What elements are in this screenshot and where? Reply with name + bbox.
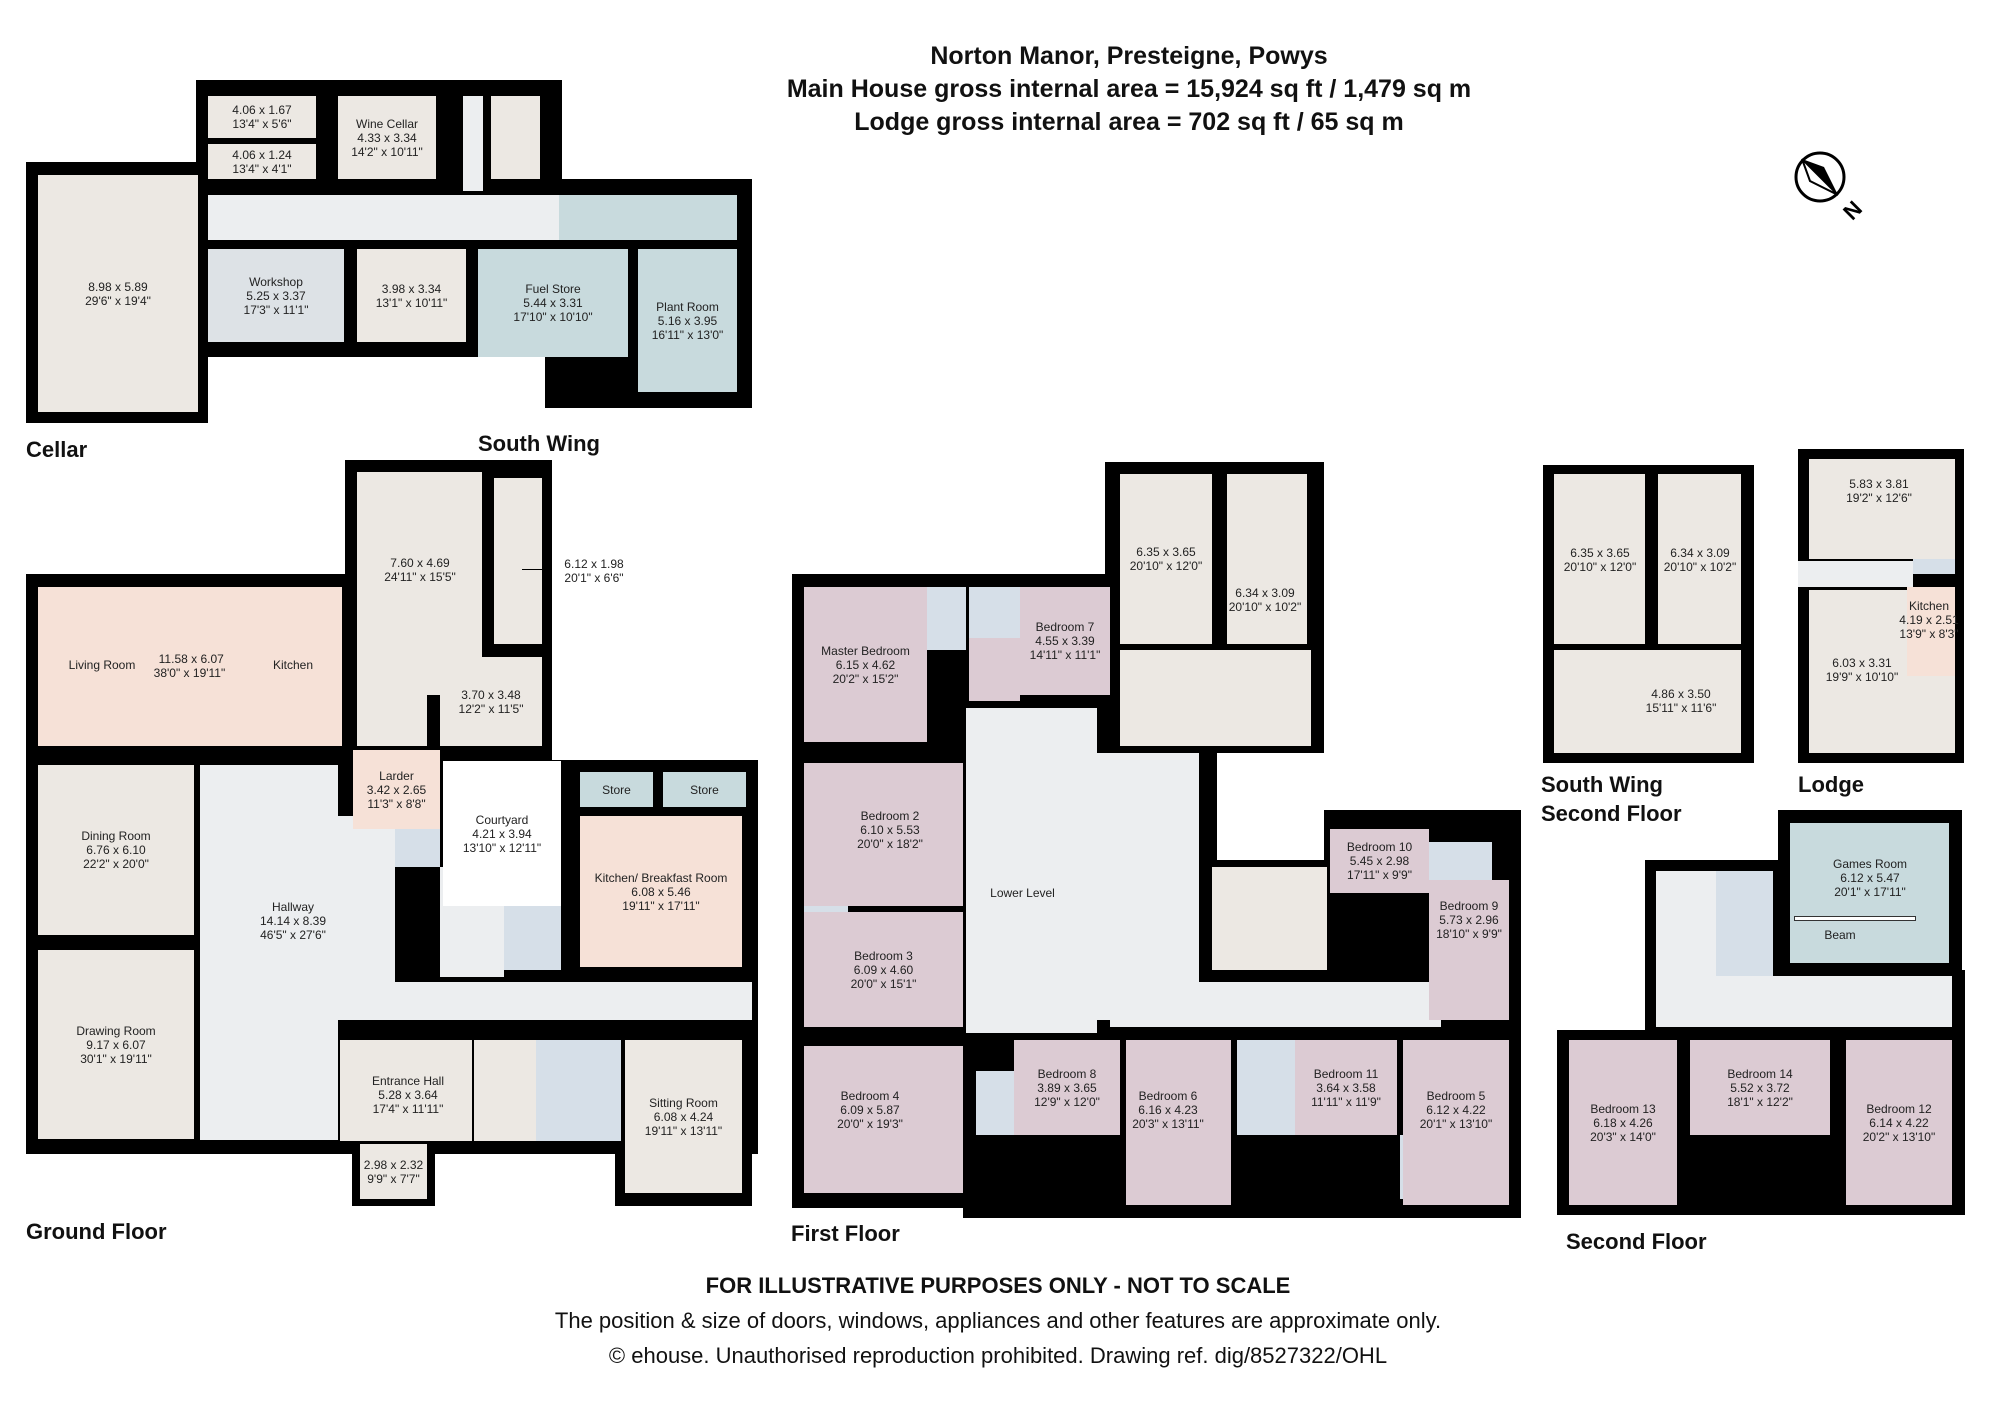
room-room-2-98-x-2-32[interactable] [360, 1144, 427, 1199]
cellar-room [491, 96, 540, 179]
room-bedroom-2[interactable] [804, 763, 963, 906]
room-hallway[interactable] [200, 765, 338, 1140]
room-games-room[interactable] [1790, 823, 1949, 963]
room-fuel-store[interactable] [478, 249, 628, 357]
room-bedroom-6[interactable] [1126, 1040, 1231, 1205]
room-room-5-83-x-3-81[interactable] [1809, 459, 1955, 559]
room-room-3-70-x-3-48[interactable] [440, 657, 542, 746]
floor-label-south-wing-second: South Wing Second Floor [1541, 772, 1682, 826]
floor-label-ground: Ground Floor [26, 1219, 167, 1244]
bathroom [969, 587, 1020, 638]
footer: FOR ILLUSTRATIVE PURPOSES ONLY - NOT TO … [498, 1268, 1498, 1373]
room-room-8-98-x-5-89[interactable] [38, 175, 198, 412]
room-courtyard[interactable] [443, 761, 561, 906]
cellar-corridor [208, 195, 559, 240]
room-room-6-35-x-3-65[interactable] [1554, 474, 1645, 644]
room-bedroom-8[interactable] [1014, 1040, 1120, 1135]
lodge-hall [1798, 561, 1913, 587]
south-wing-lobby [357, 695, 427, 746]
north-label: N [1838, 196, 1867, 225]
bedroom-6-ensuite [1237, 1040, 1295, 1135]
room-room-6-35-x-3-65[interactable] [1120, 474, 1212, 644]
floor-label-first: First Floor [791, 1221, 900, 1246]
floor-label-cellar: Cellar [26, 437, 88, 462]
second-stairs [1656, 871, 1716, 976]
master-ensuite [927, 587, 966, 650]
cellar-corridor-store [559, 195, 737, 240]
first-stairs [1097, 753, 1199, 1020]
room-larder[interactable] [353, 750, 440, 829]
hall-extension [338, 816, 395, 982]
room-bedroom-11[interactable] [1295, 1040, 1397, 1135]
property-title: Norton Manor, Presteigne, Powys [930, 42, 1328, 70]
room-room-3-98-x-3-34[interactable] [357, 249, 466, 342]
pointer-arrow-icon [522, 569, 548, 570]
south-wing-first-landing [1120, 650, 1311, 746]
bedroom-7-lobby [969, 638, 1020, 701]
first-back-room [1212, 867, 1327, 970]
room-drawing-room[interactable] [38, 950, 194, 1139]
room-dining-room[interactable] [38, 765, 194, 935]
room-master-bedroom[interactable] [804, 587, 927, 742]
approximation-note: The position & size of doors, windows, a… [554, 1308, 1442, 1333]
room-entrance-hall[interactable] [340, 1040, 472, 1141]
room-living-room[interactable] [38, 587, 342, 746]
room-bedroom-10[interactable] [1330, 829, 1429, 893]
room-size-imperial: 20'1" x 6'6" [564, 571, 624, 585]
room-room-4-06-x-1-24[interactable] [208, 144, 316, 179]
room-plant-room[interactable] [638, 249, 737, 392]
room-store[interactable] [663, 772, 746, 807]
room-sitting-room[interactable] [625, 1040, 742, 1193]
floor-label-south-wing: South Wing [478, 431, 600, 456]
room-room-6-34-x-3-09[interactable] [1658, 474, 1741, 644]
first-corridor [1110, 982, 1441, 1027]
cellar-stairs [463, 96, 483, 191]
ground-cloakroom [536, 1040, 621, 1141]
bedroom-9-ensuite [1426, 842, 1492, 880]
room-kitchen-breakfast-room[interactable] [580, 816, 742, 967]
room-workshop[interactable] [208, 249, 344, 342]
room-bedroom-5[interactable] [1403, 1040, 1509, 1205]
room-bedroom-12[interactable] [1846, 1040, 1952, 1205]
room-room-6-34-x-3-09[interactable] [1227, 474, 1307, 644]
room-room-4-06-x-1-67[interactable] [208, 96, 316, 138]
floor-label-lodge: Lodge [1798, 772, 1864, 797]
room-bedroom-3[interactable] [804, 912, 963, 1027]
bedroom-8-ensuite [976, 1071, 1014, 1135]
room-bedroom-14[interactable] [1690, 1040, 1830, 1135]
second-corridor [1656, 976, 1952, 1027]
second-bathroom [1716, 871, 1773, 976]
beam-line [1794, 916, 1916, 921]
room-room-6-12-x-1-98[interactable] [494, 478, 542, 644]
room-kitchen[interactable] [1907, 587, 1955, 676]
room-store[interactable] [580, 772, 653, 807]
main-house-area: Main House gross internal area = 15,924 … [786, 75, 1472, 103]
north-arrow-icon: N [1788, 145, 1868, 245]
copyright: © ehouse. Unauthorised reproduction proh… [608, 1343, 1388, 1368]
lodge-area: Lodge gross internal area = 702 sq ft / … [854, 108, 1404, 136]
floor-label-second: Second Floor [1566, 1229, 1707, 1254]
ground-corridor [338, 982, 752, 1020]
header: Norton Manor, Presteigne, Powys Main Hou… [258, 40, 2000, 139]
utility [474, 1040, 536, 1141]
room-wine-cellar[interactable] [338, 96, 436, 179]
room-bedroom-9[interactable] [1429, 880, 1509, 1020]
room-bedroom-13[interactable] [1569, 1040, 1677, 1205]
room-bedroom-7[interactable] [1020, 587, 1110, 695]
room-lower-level[interactable] [986, 804, 1059, 982]
room-size-metric: 6.12 x 1.98 [564, 557, 624, 571]
disclaimer: FOR ILLUSTRATIVE PURPOSES ONLY - NOT TO … [705, 1273, 1291, 1298]
room-bedroom-4[interactable] [804, 1046, 963, 1193]
room-room-4-86-x-3-50[interactable] [1554, 650, 1741, 753]
